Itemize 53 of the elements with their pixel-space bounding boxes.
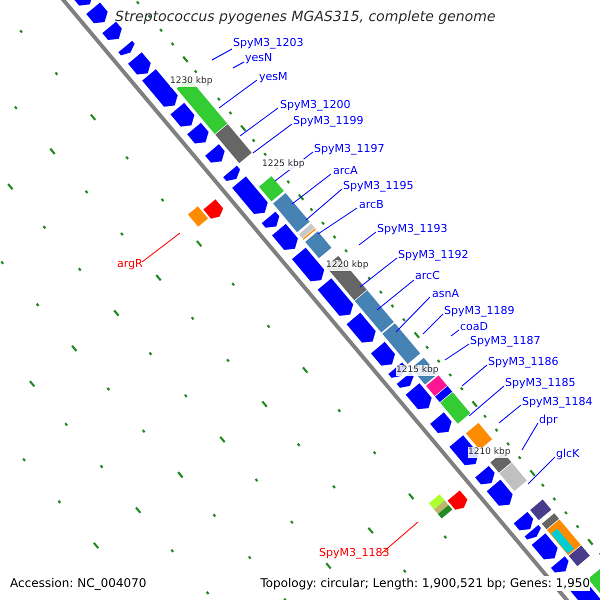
leader-line — [522, 422, 538, 450]
gene-label: SpyM3_1184 — [522, 395, 592, 408]
gene-label: SpyM3_1200 — [280, 98, 350, 111]
gene-label: SpyM3_1192 — [398, 248, 468, 261]
gene-label: SpyM3_1193 — [377, 222, 448, 235]
leader-line — [318, 208, 358, 234]
leader-line — [450, 330, 460, 336]
gene-label: glcK — [556, 447, 580, 460]
genome-info-text: Topology: circular; Length: 1,900,521 bp; Genes: 1,950 — [260, 576, 590, 591]
leader-line — [218, 80, 258, 108]
gene-label: SpyM3_1189 — [444, 304, 514, 317]
leader-line — [528, 456, 556, 484]
leader-line — [212, 48, 232, 60]
leader-line — [462, 364, 488, 386]
scale-label: 1215 kbp — [396, 365, 438, 376]
gene-label: dpr — [539, 413, 558, 426]
gene-label: yesM — [259, 70, 288, 83]
leader-line — [142, 232, 180, 262]
leader-line — [240, 108, 278, 136]
scale-label: 1220 kbp — [326, 260, 368, 271]
gene-label: yesN — [245, 51, 272, 64]
gene-label: argR — [117, 257, 143, 270]
gene-label: arcB — [359, 198, 384, 211]
leader-line — [292, 174, 332, 204]
leader-line — [358, 232, 376, 246]
leader-line — [232, 62, 244, 68]
scale-label: 1210 kbp — [468, 447, 510, 458]
map-title: Streptococcus pyogenes MGAS315, complete genome — [115, 9, 496, 26]
gene-label: SpyM3_1199 — [293, 114, 364, 127]
gene-label: coaD — [460, 320, 488, 333]
gene-label: SpyM3_1203 — [233, 36, 304, 49]
scale-label: 1230 kbp — [170, 76, 212, 87]
scale-label: 1225 kbp — [262, 159, 304, 170]
gene-label: SpyM3_1197 — [314, 142, 384, 155]
gene-label: arcC — [415, 269, 440, 282]
leader-line — [468, 386, 504, 416]
leader-line — [396, 296, 430, 332]
gene-label: SpyM3_1185 — [505, 376, 576, 389]
gene-label: SpyM3_1186 — [488, 355, 558, 368]
leader-line — [306, 188, 342, 220]
leader-line — [376, 280, 414, 310]
gene-label: SpyM3_1195 — [343, 179, 414, 192]
leader-line — [444, 344, 470, 360]
gene-label: SpyM3_1187 — [470, 334, 540, 347]
leader-line — [498, 404, 522, 424]
gene-label: arcA — [333, 164, 358, 177]
gene-label: SpyM3_1183 — [319, 546, 390, 559]
leader-line — [422, 314, 444, 334]
leader-line — [360, 258, 398, 288]
accession-text: Accession: NC_004070 — [10, 576, 146, 591]
gene-label: asnA — [432, 287, 459, 300]
leader-line — [382, 522, 418, 554]
leader-line — [252, 124, 292, 154]
